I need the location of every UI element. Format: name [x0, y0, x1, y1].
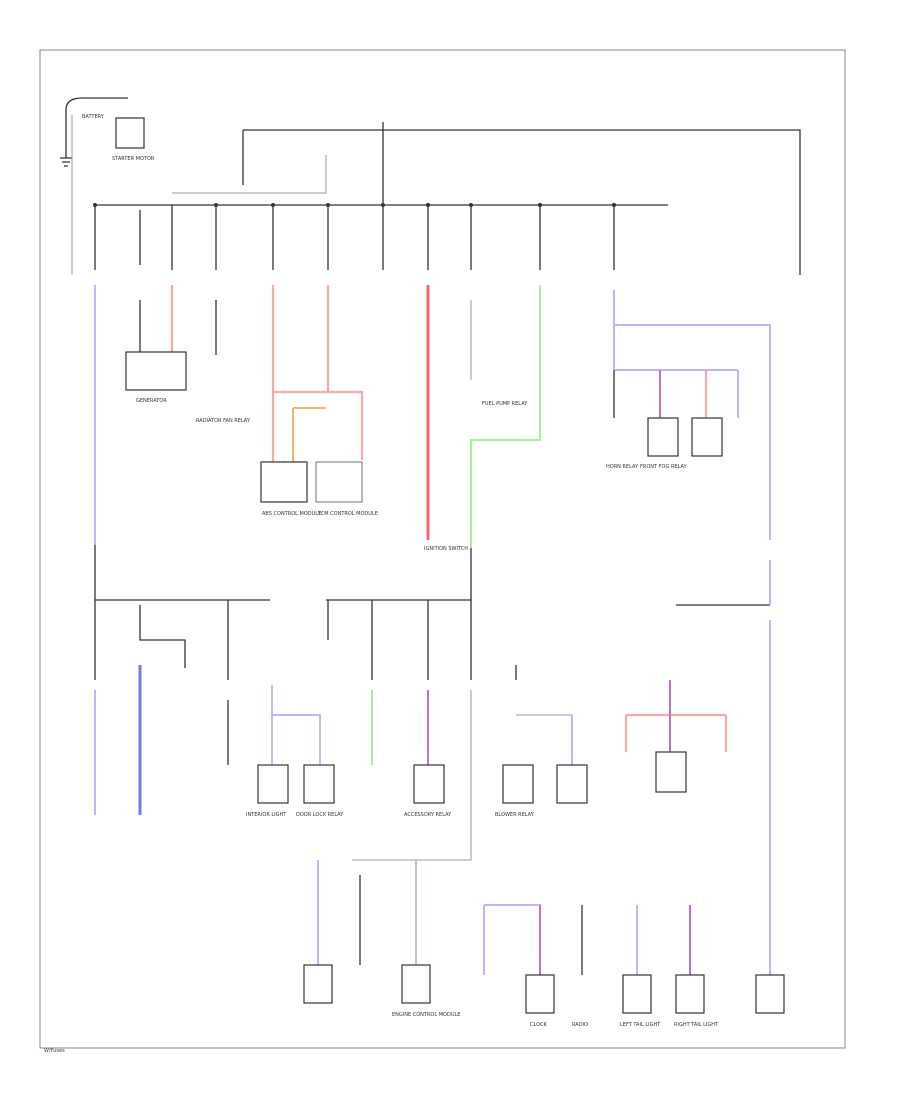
- battery-label: BATTERY: [82, 114, 105, 120]
- page-ref-label: W/Fuses: [44, 1048, 65, 1054]
- fuse-drops-mid: [94, 600, 517, 680]
- generator: [125, 351, 187, 391]
- clock-component: [525, 974, 555, 1014]
- diagram-frame: [39, 49, 846, 1049]
- abs-control-module: [260, 461, 308, 503]
- front-fog-relay-label: FRONT FOG RELAY: [640, 464, 688, 470]
- fuel-pump-relay-label: FUEL PUMP RELAY: [482, 401, 528, 407]
- battery-group: BATTERY STARTER MOTOR: [60, 97, 155, 275]
- radio-label: RADIO: [572, 1022, 588, 1028]
- right-tail-light-component: [675, 974, 705, 1014]
- tcm-control-module: [315, 461, 363, 503]
- door-lock-relay-component: [303, 764, 335, 804]
- accessory-relay-component: [413, 764, 445, 804]
- top-power-line: [243, 129, 801, 275]
- green-feed-wire: [470, 285, 541, 548]
- radio-component: [556, 764, 588, 804]
- left-tail-light-label: LEFT TAIL LIGHT: [620, 1022, 661, 1028]
- blower-relay-component: [502, 764, 534, 804]
- door-lock-relay-label: DOOR LOCK RELAY: [296, 812, 344, 818]
- right-relay-block: HORN RELAY FRONT FOG RELAY: [606, 290, 771, 540]
- interior-light-label: INTERIOR LIGHT: [246, 812, 287, 818]
- radiator-fan-relay-label: RADIATOR FAN RELAY: [196, 418, 251, 424]
- starter-motor-label: STARTER MOTOR: [112, 156, 155, 162]
- accessory-relay-label: ACCESSORY RELAY: [404, 812, 452, 818]
- engine-control-module-label: ENGINE CONTROL MODULE: [392, 1012, 460, 1018]
- generator-label: GENERATOR: [136, 398, 167, 404]
- clock-label: CLOCK: [530, 1022, 548, 1028]
- blower-relay-label: BLOWER RELAY: [495, 812, 535, 818]
- interior-light-component: [257, 764, 289, 804]
- ignition-switch-label: IGNITION SWITCH: [424, 546, 468, 552]
- horn-relay-label: HORN RELAY: [606, 464, 639, 470]
- tcm-label: TCM CONTROL MODULE: [317, 511, 378, 517]
- left-tail-light-component: [622, 974, 652, 1014]
- right-tail-light-label: RIGHT TAIL LIGHT: [674, 1022, 719, 1028]
- engine-control-module-component: [303, 964, 333, 1004]
- fuse-drops-top: [93, 203, 616, 270]
- starter-motor: [115, 117, 145, 149]
- abs-label: ABS CONTROL MODULE: [262, 511, 321, 517]
